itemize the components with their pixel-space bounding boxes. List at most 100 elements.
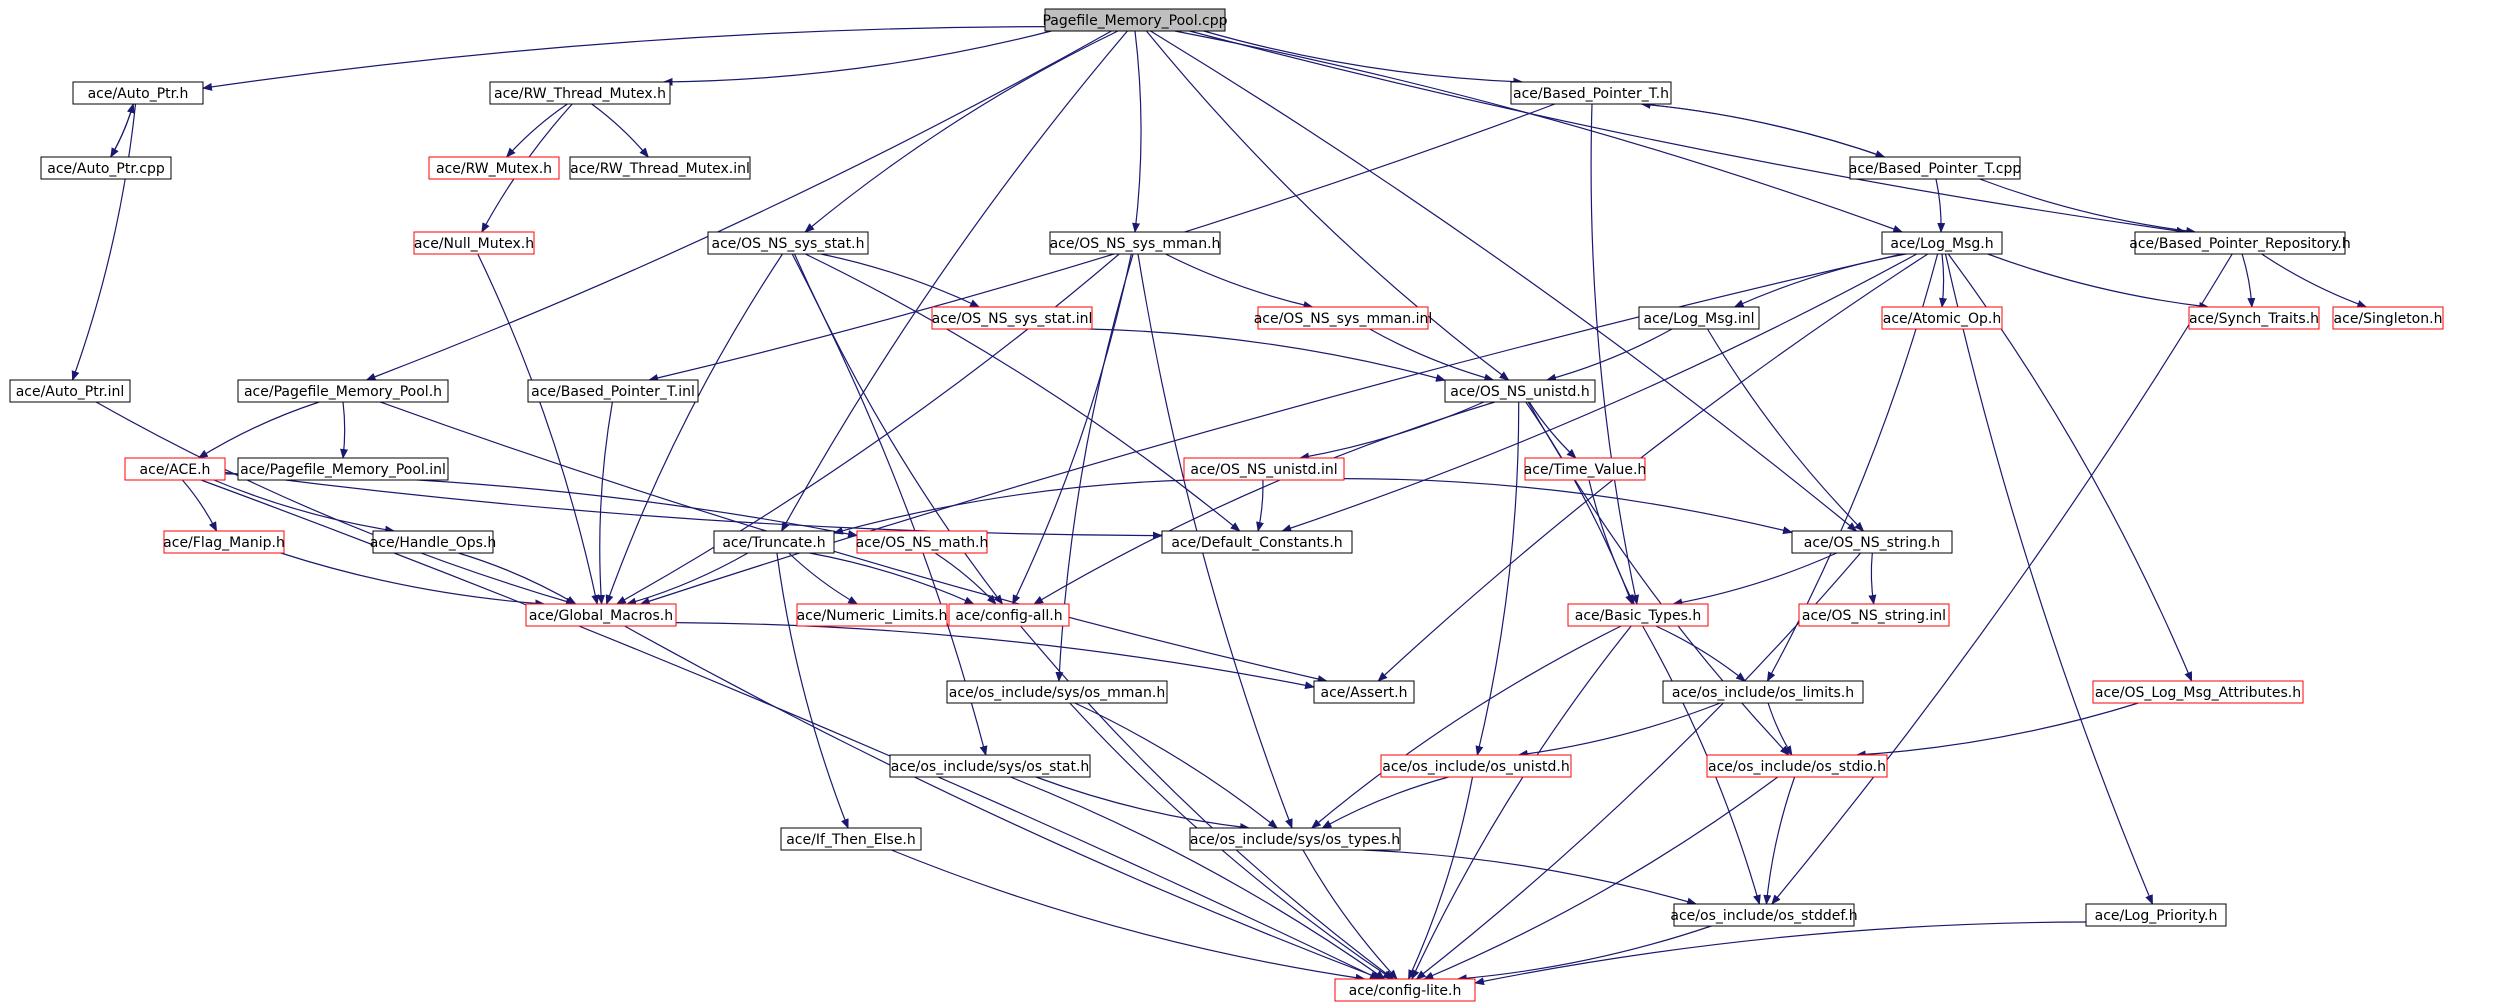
node-ace-os-include-os-unistd-h[interactable]: ace/os_include/os_unistd.h <box>1380 754 1572 778</box>
node-ace-rw-thread-mutex-inl[interactable]: ace/RW_Thread_Mutex.inl <box>569 156 751 180</box>
node-box[interactable] <box>40 156 172 180</box>
node-box[interactable] <box>889 754 1091 778</box>
node-ace-os-ns-unistd-h[interactable]: ace/OS_NS_unistd.h <box>1444 379 1596 403</box>
node-box[interactable] <box>237 457 449 481</box>
node-ace-os-include-os-stddef-h[interactable]: ace/os_include/os_stddef.h <box>1670 903 1858 927</box>
node-ace-global-macros-h[interactable]: ace/Global_Macros.h <box>525 603 677 627</box>
node-box[interactable] <box>2085 903 2227 927</box>
node-box[interactable] <box>1662 680 1864 704</box>
node-ace-auto-ptr-inl[interactable]: ace/Auto_Ptr.inl <box>9 379 131 403</box>
node-box[interactable] <box>413 231 535 255</box>
node-box[interactable] <box>707 231 869 255</box>
node-box[interactable] <box>1183 457 1345 481</box>
node-box[interactable] <box>946 680 1168 704</box>
node-box[interactable] <box>1567 603 1709 627</box>
node-box[interactable] <box>2092 680 2304 704</box>
node-box[interactable] <box>780 827 922 851</box>
node-box[interactable] <box>237 379 449 403</box>
node-ace-based-pointer-repository-h[interactable]: ace/Based_Pointer_Repository.h <box>2129 231 2351 255</box>
node-box[interactable] <box>1380 754 1572 778</box>
node-box[interactable] <box>1049 231 1221 255</box>
node-box[interactable] <box>1849 156 2021 180</box>
node-ace-handle-ops-h[interactable]: ace/Handle_Ops.h <box>370 530 497 554</box>
node-box[interactable] <box>2134 231 2346 255</box>
node-ace-os-include-os-limits-h[interactable]: ace/os_include/os_limits.h <box>1662 680 1864 704</box>
node-box[interactable] <box>1510 81 1672 105</box>
node-ace-flag-manip-h[interactable]: ace/Flag_Manip.h <box>163 530 285 554</box>
node-box[interactable] <box>525 603 677 627</box>
node-box[interactable] <box>1524 457 1646 481</box>
node-box[interactable] <box>1791 530 1953 554</box>
node-box[interactable] <box>948 603 1070 627</box>
node-ace-config-all-h[interactable]: ace/config-all.h <box>948 603 1070 627</box>
node-box[interactable] <box>1313 680 1415 704</box>
node-box[interactable] <box>856 530 988 554</box>
node-ace-if-then-else-h[interactable]: ace/If_Then_Else.h <box>780 827 922 851</box>
node-box[interactable] <box>1444 379 1596 403</box>
node-box[interactable] <box>1706 754 1888 778</box>
node-box[interactable] <box>489 81 671 105</box>
node-ace-null-mutex-h[interactable]: ace/Null_Mutex.h <box>413 231 535 255</box>
node-box[interactable] <box>1257 306 1429 330</box>
node-ace-time-value-h[interactable]: ace/Time_Value.h <box>1524 457 1647 481</box>
node-ace-os-ns-math-h[interactable]: ace/OS_NS_math.h <box>856 530 989 554</box>
node-box[interactable] <box>428 156 560 180</box>
node-ace-os-ns-sys-stat-inl[interactable]: ace/OS_NS_sys_stat.inl <box>931 306 1093 330</box>
node-ace-based-pointer-t-cpp[interactable]: ace/Based_Pointer_T.cpp <box>1849 156 2022 180</box>
node-box[interactable] <box>372 530 494 554</box>
node-ace-log-msg-h[interactable]: ace/Log_Msg.h <box>1881 231 2003 255</box>
node-ace-os-ns-unistd-inl[interactable]: ace/OS_NS_unistd.inl <box>1183 457 1345 481</box>
node-ace-os-include-sys-os-types-h[interactable]: ace/os_include/sys/os_types.h <box>1189 827 1401 851</box>
node-ace-ace-h[interactable]: ace/ACE.h <box>124 457 226 481</box>
node-box[interactable] <box>124 457 226 481</box>
node-box[interactable] <box>1673 903 1855 927</box>
node-ace-synch-traits-h[interactable]: ace/Synch_Traits.h <box>2188 306 2320 330</box>
node-box[interactable] <box>1881 231 2003 255</box>
node-ace-log-msg-inl[interactable]: ace/Log_Msg.inl <box>1638 306 1760 330</box>
node-ace-config-lite-h[interactable]: ace/config-lite.h <box>1334 978 1476 1002</box>
node-box[interactable] <box>1638 306 1760 330</box>
node-ace-os-ns-string-h[interactable]: ace/OS_NS_string.h <box>1791 530 1953 554</box>
node-ace-atomic-op-h[interactable]: ace/Atomic_Op.h <box>1881 306 2003 330</box>
node-ace-os-include-sys-os-stat-h[interactable]: ace/os_include/sys/os_stat.h <box>889 754 1091 778</box>
node-ace-based-pointer-t-inl[interactable]: ace/Based_Pointer_T.inl <box>527 379 699 403</box>
node-box[interactable] <box>1044 8 1226 32</box>
node-ace-default-constants-h[interactable]: ace/Default_Constants.h <box>1161 530 1353 554</box>
node-box[interactable] <box>713 530 835 554</box>
node-pagefile-memory-pool-cpp[interactable]: Pagefile_Memory_Pool.cpp <box>1042 8 1228 32</box>
node-box[interactable] <box>1161 530 1353 554</box>
node-ace-pagefile-memory-pool-inl[interactable]: ace/Pagefile_Memory_Pool.inl <box>237 457 449 481</box>
node-box[interactable] <box>1334 978 1476 1002</box>
node-ace-truncate-h[interactable]: ace/Truncate.h <box>713 530 835 554</box>
node-box[interactable] <box>72 81 204 105</box>
node-ace-os-ns-sys-mman-h[interactable]: ace/OS_NS_sys_mman.h <box>1049 231 1221 255</box>
node-ace-singleton-h[interactable]: ace/Singleton.h <box>2332 306 2444 330</box>
node-ace-auto-ptr-h[interactable]: ace/Auto_Ptr.h <box>72 81 204 105</box>
node-ace-os-include-sys-os-mman-h[interactable]: ace/os_include/sys/os_mman.h <box>946 680 1168 704</box>
node-box[interactable] <box>1881 306 2003 330</box>
node-box[interactable] <box>2188 306 2320 330</box>
node-ace-auto-ptr-cpp[interactable]: ace/Auto_Ptr.cpp <box>40 156 172 180</box>
node-ace-based-pointer-t-h[interactable]: ace/Based_Pointer_T.h <box>1510 81 1672 105</box>
node-ace-os-ns-sys-mman-inl[interactable]: ace/OS_NS_sys_mman.inl <box>1254 306 1433 330</box>
node-ace-os-ns-string-inl[interactable]: ace/OS_NS_string.inl <box>1798 603 1950 627</box>
node-ace-basic-types-h[interactable]: ace/Basic_Types.h <box>1567 603 1709 627</box>
node-ace-pagefile-memory-pool-h[interactable]: ace/Pagefile_Memory_Pool.h <box>237 379 449 403</box>
node-box[interactable] <box>796 603 948 627</box>
node-ace-rw-thread-mutex-h[interactable]: ace/RW_Thread_Mutex.h <box>489 81 671 105</box>
node-box[interactable] <box>163 530 285 554</box>
node-box[interactable] <box>527 379 699 403</box>
node-box[interactable] <box>9 379 131 403</box>
node-ace-os-ns-sys-stat-h[interactable]: ace/OS_NS_sys_stat.h <box>707 231 869 255</box>
node-ace-log-priority-h[interactable]: ace/Log_Priority.h <box>2085 903 2227 927</box>
node-box[interactable] <box>1189 827 1401 851</box>
node-box[interactable] <box>931 306 1093 330</box>
node-box[interactable] <box>1798 603 1950 627</box>
node-ace-os-log-msg-attributes-h[interactable]: ace/OS_Log_Msg_Attributes.h <box>2092 680 2304 704</box>
node-ace-numeric-limits-h[interactable]: ace/Numeric_Limits.h <box>796 603 948 627</box>
node-ace-assert-h[interactable]: ace/Assert.h <box>1313 680 1415 704</box>
node-box[interactable] <box>569 156 751 180</box>
node-ace-rw-mutex-h[interactable]: ace/RW_Mutex.h <box>428 156 560 180</box>
node-ace-os-include-os-stdio-h[interactable]: ace/os_include/os_stdio.h <box>1706 754 1888 778</box>
node-box[interactable] <box>2332 306 2444 330</box>
